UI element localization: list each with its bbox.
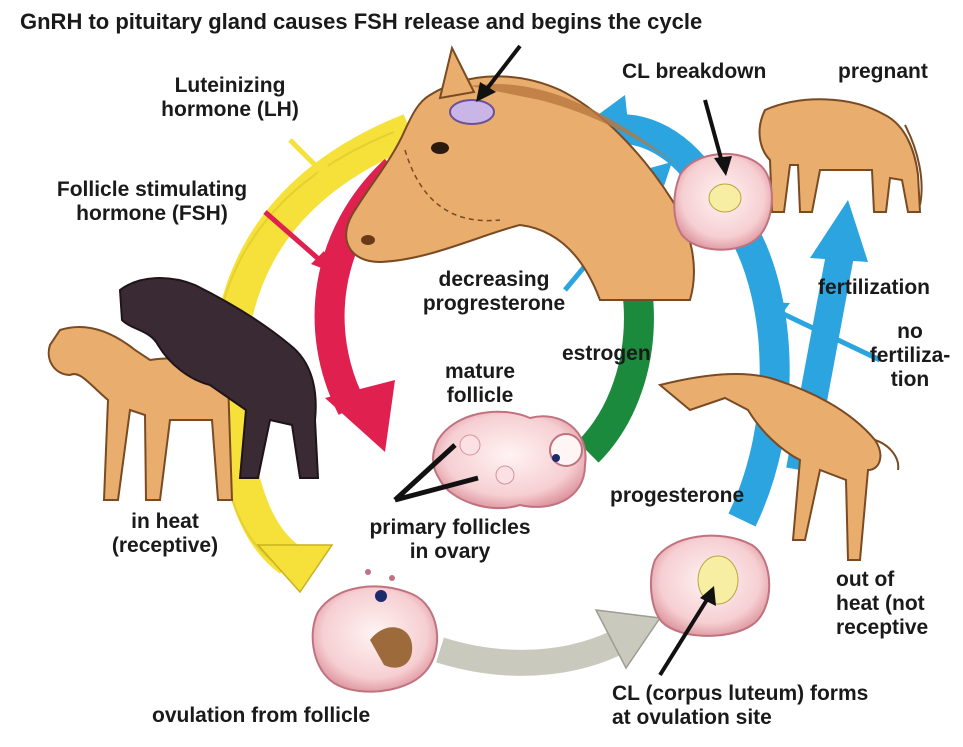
ovulation-arrow <box>440 610 660 668</box>
no-fertilization-label: no fertiliza- tion <box>860 320 960 392</box>
out-of-heat-line1: out of <box>836 568 928 592</box>
progesterone-label: progesterone <box>610 484 744 508</box>
lh-label-line2: hormone (LH) <box>140 98 320 122</box>
no-fertilization-line3: tion <box>860 368 960 392</box>
fsh-label-line2: hormone (FSH) <box>22 202 282 226</box>
cl-breakdown-label: CL breakdown <box>622 60 766 84</box>
decreasing-progesterone-label: decreasing progresterone <box>394 268 594 316</box>
pregnant-label: pregnant <box>838 60 928 84</box>
cl-forms-line2: at ovulation site <box>612 706 868 730</box>
ovulation-label: ovulation from follicle <box>152 704 370 728</box>
diagram-title: GnRH to pituitary gland causes FSH relea… <box>20 10 702 34</box>
fsh-label-line1: Follicle stimulating <box>22 178 282 202</box>
estrogen-label: estrogen <box>562 342 651 366</box>
cl-forms-label: CL (corpus luteum) forms at ovulation si… <box>612 682 868 730</box>
no-fertilization-line2: fertiliza- <box>860 344 960 368</box>
lh-label-line1: Luteinizing <box>140 74 320 98</box>
out-of-heat-line2: heat (not <box>836 592 928 616</box>
cl-forms-line1: CL (corpus luteum) forms <box>612 682 868 706</box>
primary-follicles-line2: in ovary <box>340 540 560 564</box>
cl-forming-ovary <box>651 536 769 636</box>
mature-follicle-label: mature follicle <box>420 360 540 408</box>
decreasing-label-line2: progresterone <box>394 292 594 316</box>
out-of-heat-line3: receptive <box>836 616 928 640</box>
ovulating-follicle <box>313 569 437 692</box>
pregnant-horse-illustration <box>760 99 922 212</box>
primary-follicles-line1: primary follicles <box>340 516 560 540</box>
mature-follicle-line2: follicle <box>420 384 540 408</box>
decreasing-label-line1: decreasing <box>394 268 594 292</box>
no-fertilization-line1: no <box>860 320 960 344</box>
lh-label: Luteinizing hormone (LH) <box>140 74 320 122</box>
mature-follicle-ovary <box>433 412 586 508</box>
primary-follicles-label: primary follicles in ovary <box>340 516 560 564</box>
mature-follicle-line1: mature <box>420 360 540 384</box>
kicking-mare-illustration <box>660 374 898 560</box>
out-of-heat-label: out of heat (not receptive <box>836 568 928 640</box>
mating-horses-illustration <box>49 278 318 500</box>
in-heat-line1: in heat <box>100 510 230 534</box>
fertilization-label: fertilization <box>818 276 930 300</box>
in-heat-label: in heat (receptive) <box>100 510 230 558</box>
fsh-label: Follicle stimulating hormone (FSH) <box>22 178 282 226</box>
in-heat-line2: (receptive) <box>100 534 230 558</box>
horse-head-illustration <box>346 48 694 300</box>
